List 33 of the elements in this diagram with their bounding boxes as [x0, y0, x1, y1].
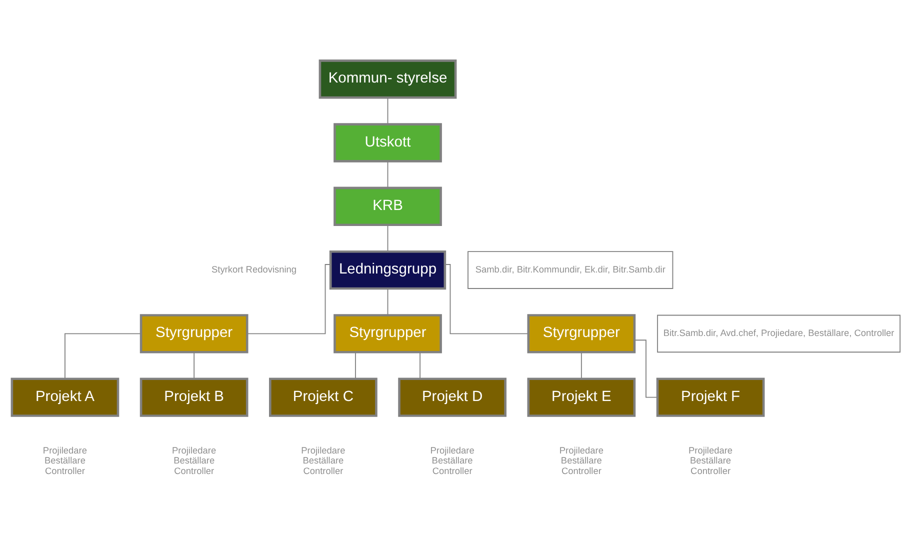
connector — [580, 351, 582, 378]
node-box: Ledningsgrupp — [329, 250, 446, 290]
node-box: Samb.dir, Bitr.Kommundir, Ek.dir, Bitr.Samb.dir — [468, 250, 674, 288]
node-label: Projiledare Beställare Controller — [430, 445, 474, 476]
node-box: Projekt E — [527, 377, 636, 416]
node-box: Projekt F — [656, 377, 765, 416]
node-box: Styrgrupper — [140, 314, 248, 353]
node-box: Projekt B — [140, 377, 248, 416]
node-label: Projiledare Beställare Controller — [301, 445, 346, 476]
node-label: Projiledare Beställare Controller — [172, 445, 216, 476]
connector — [194, 351, 195, 378]
node-label: Projiledare Beställare Controller — [688, 445, 733, 476]
node-box: Bitr.Samb.dir, Avd.chef, Projiedare, Beställare, Controller — [657, 314, 901, 352]
connector — [387, 160, 388, 188]
node-box: Utskott — [334, 122, 442, 162]
node-label: Projiledare Beställare Controller — [559, 445, 604, 476]
label: Styrkort Redovisning — [211, 264, 297, 274]
node-box: KRB — [334, 186, 442, 226]
connector — [64, 332, 142, 379]
node-label: Projiledare Beställare Controller — [42, 445, 88, 476]
connector — [387, 224, 388, 252]
connector — [387, 96, 388, 124]
node-box: Styrgrupper — [527, 314, 636, 353]
connector — [355, 351, 356, 378]
connector — [634, 339, 658, 398]
connector — [387, 288, 388, 315]
node-box: Projekt A — [10, 377, 120, 416]
node-box: Styrgrupper — [334, 314, 442, 353]
connector — [246, 264, 331, 334]
connector — [444, 264, 529, 334]
node-box: Kommun- styrelse — [318, 59, 457, 98]
node-box: Projekt D — [398, 377, 506, 416]
node-box: Projekt C — [269, 377, 378, 416]
